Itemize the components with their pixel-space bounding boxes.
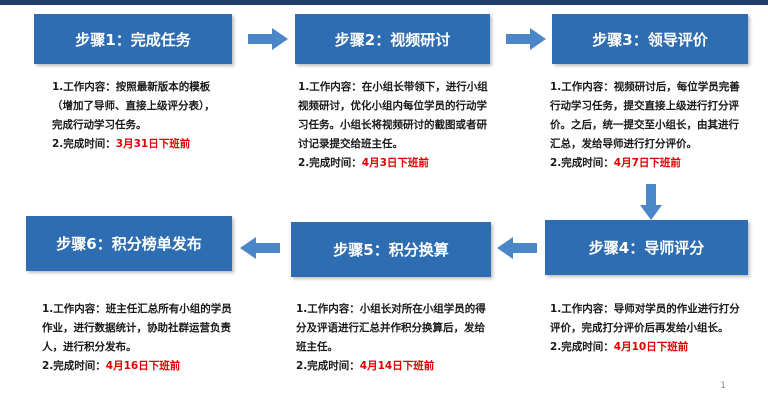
step-6-title: 步骤6：积分榜单发布 (56, 235, 202, 253)
step-4-title: 步骤4：导师评分 (588, 239, 705, 257)
step-6-box: 步骤6：积分榜单发布 (26, 216, 232, 271)
step-4-time-label: 2.完成时间： (550, 341, 614, 353)
arrow-left-icon (497, 237, 537, 259)
step-3-description: 1.工作内容：视频研讨后，每位学员完善行动学习任务，提交直接上级进行打分评价。之… (550, 78, 748, 173)
step-2-box: 步骤2：视频研讨 (295, 14, 490, 64)
step-5-title: 步骤5：积分换算 (333, 241, 449, 259)
step-1-time: 2.完成时间：3月31日下班前 (52, 135, 222, 154)
step-1-time-label: 2.完成时间： (52, 138, 116, 150)
step-1-deadline: 3月31日下班前 (115, 138, 191, 150)
step-1-title: 步骤1：完成任务 (75, 30, 191, 49)
step-3-box: 步骤3：领导评价 (552, 14, 748, 64)
step-4-description: 1.工作内容：导师对学员的作业进行打分评价，完成打分评价后再发给小组长。 2.完… (550, 300, 750, 357)
step-2-time: 2.完成时间：4月3日下班前 (298, 154, 493, 173)
top-bar (0, 0, 768, 5)
arrow-right-icon (506, 28, 546, 50)
step-6-description: 1.工作内容：班主任汇总所有小组的学员作业，进行数据统计，协助社群运营负责人，进… (42, 300, 232, 376)
step-2-description: 1.工作内容：在小组长带领下，进行小组视频研讨，优化小组内每位学员的行动学习任务… (298, 78, 493, 173)
arrow-right-icon (248, 28, 288, 50)
step-3-title: 步骤3：领导评价 (592, 30, 708, 49)
step-2-time-label: 2.完成时间： (298, 157, 362, 169)
step-5-content: 1.工作内容：小组长对所在小组学员的得分及评语进行汇总并作积分换算后，发给班主任… (296, 303, 486, 353)
step-5-time-label: 2.完成时间： (296, 360, 360, 372)
page-number: 1 (720, 381, 726, 391)
step-5-time: 2.完成时间：4月14日下班前 (296, 357, 491, 376)
step-1-description: 1.工作内容：按照最新版本的模板（增加了导师、直接上级评分表），完成行动学习任务… (52, 78, 222, 154)
step-6-content: 1.工作内容：班主任汇总所有小组的学员作业，进行数据统计，协助社群运营负责人，进… (42, 303, 232, 353)
step-4-time: 2.完成时间：4月10日下班前 (550, 338, 750, 357)
step-3-content: 1.工作内容：视频研讨后，每位学员完善行动学习任务，提交直接上级进行打分评价。之… (550, 81, 740, 150)
step-5-deadline: 4月14日下班前 (359, 360, 435, 372)
step-6-deadline: 4月16日下班前 (105, 360, 181, 372)
step-5-box: 步骤5：积分换算 (291, 222, 491, 277)
step-2-title: 步骤2：视频研讨 (334, 30, 451, 49)
step-4-deadline: 4月10日下班前 (613, 341, 689, 353)
arrow-left-icon (240, 237, 280, 259)
step-5-description: 1.工作内容：小组长对所在小组学员的得分及评语进行汇总并作积分换算后，发给班主任… (296, 300, 491, 376)
step-4-content: 1.工作内容：导师对学员的作业进行打分评价，完成打分评价后再发给小组长。 (550, 303, 740, 334)
step-6-time-label: 2.完成时间： (42, 360, 106, 372)
step-1-content: 1.工作内容：按照最新版本的模板（增加了导师、直接上级评分表），完成行动学习任务… (52, 81, 215, 131)
step-2-content: 1.工作内容：在小组长带领下，进行小组视频研讨，优化小组内每位学员的行动学习任务… (298, 81, 488, 150)
step-6-time: 2.完成时间：4月16日下班前 (42, 357, 232, 376)
arrow-down-icon (640, 184, 662, 220)
step-3-time: 2.完成时间：4月7日下班前 (550, 154, 748, 173)
step-3-time-label: 2.完成时间： (550, 157, 614, 169)
step-4-box: 步骤4：导师评分 (545, 220, 748, 275)
step-3-deadline: 4月7日下班前 (613, 157, 681, 169)
step-2-deadline: 4月3日下班前 (361, 157, 429, 169)
step-1-box: 步骤1：完成任务 (34, 14, 232, 64)
